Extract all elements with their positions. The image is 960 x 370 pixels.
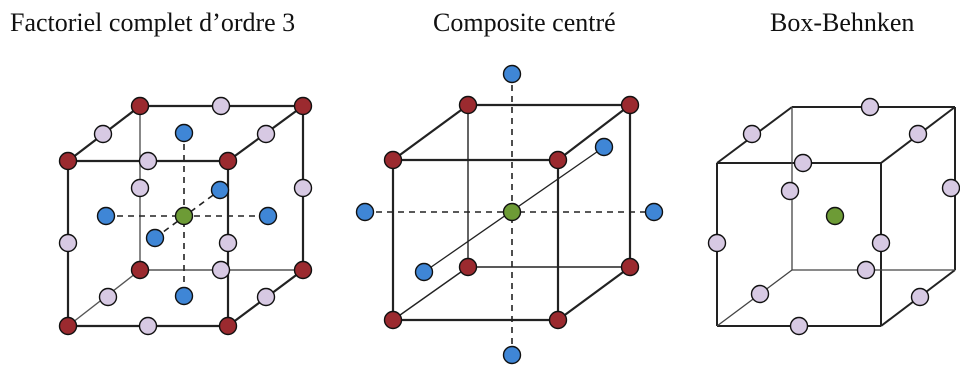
axial-point: [210, 180, 230, 200]
corner-point: [383, 150, 403, 170]
corner-point: [620, 257, 640, 277]
box-behnken-design-title: Box-Behnken: [770, 8, 915, 37]
corner-point: [548, 150, 568, 170]
edge-midpoint: [218, 233, 238, 253]
edge-midpoint: [780, 181, 800, 201]
edge-midpoint: [750, 284, 770, 304]
edge-midpoint: [256, 287, 276, 307]
edge-midpoint: [871, 233, 891, 253]
corner-point: [458, 257, 478, 277]
edge-midpoint: [98, 287, 118, 307]
center-point: [825, 206, 845, 226]
central-composite-points: [355, 64, 664, 365]
central-composite-cube: [365, 74, 654, 355]
axial-point: [174, 123, 194, 143]
edge-midpoint: [211, 260, 231, 280]
axial-point: [594, 137, 614, 157]
edge-midpoint: [93, 124, 113, 144]
axial-point: [502, 64, 522, 84]
edge-midpoint: [58, 233, 78, 253]
axial-point: [502, 345, 522, 365]
edge-midpoint: [941, 178, 960, 198]
corner-point: [293, 260, 313, 280]
edge-midpoint: [793, 153, 813, 173]
edge-midpoint: [742, 124, 762, 144]
factorial-design-title: Factoriel complet d’ordre 3: [10, 8, 296, 37]
edge-midpoint: [138, 316, 158, 336]
axial-point: [644, 202, 664, 222]
corner-point: [130, 96, 150, 116]
corner-point: [218, 151, 238, 171]
axial-point: [258, 206, 278, 226]
corner-point: [58, 316, 78, 336]
corner-point: [58, 151, 78, 171]
axial-point: [414, 262, 434, 282]
edge-midpoint: [211, 96, 231, 116]
axial-point: [355, 202, 375, 222]
corner-point: [218, 316, 238, 336]
center-point: [502, 202, 522, 222]
corner-point: [620, 95, 640, 115]
edge-midpoint: [130, 178, 150, 198]
edge-midpoint: [256, 124, 276, 144]
corner-point: [293, 96, 313, 116]
corner-point: [383, 310, 403, 330]
axial-point: [96, 206, 116, 226]
edge-midpoint: [908, 124, 928, 144]
edge-midpoint: [789, 316, 809, 336]
edge-midpoint: [293, 178, 313, 198]
corner-point: [548, 310, 568, 330]
edge-midpoint: [138, 151, 158, 171]
axial-point: [174, 286, 194, 306]
central-composite-design-title: Composite centré: [433, 8, 616, 37]
axial-point: [145, 228, 165, 248]
corner-point: [130, 260, 150, 280]
edge-midpoint: [707, 233, 727, 253]
corner-point: [458, 95, 478, 115]
edge-midpoint: [910, 287, 930, 307]
box-behnken-points: [707, 97, 960, 336]
center-point: [174, 206, 194, 226]
edge-midpoint: [856, 260, 876, 280]
edge-midpoint: [860, 97, 880, 117]
factorial-points: [58, 96, 313, 336]
